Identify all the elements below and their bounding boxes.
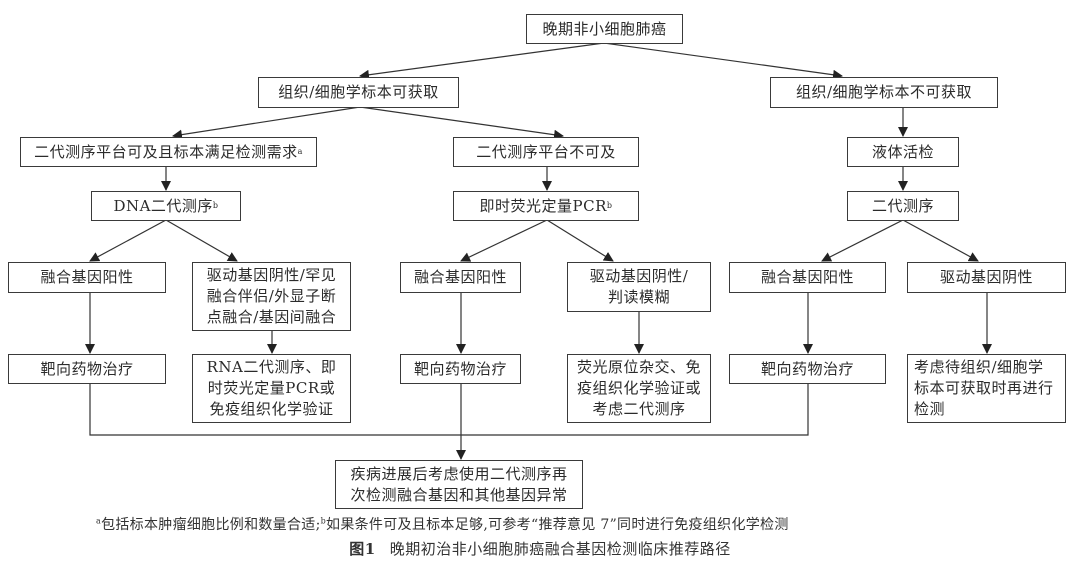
figure-number: 图1 <box>349 540 376 558</box>
node-driver-negative-rare: 驱动基因阴性/罕见 融合伴侣/外显子断 点融合/基因间融合 <box>192 262 351 331</box>
figure-title: 晚期初治非小细胞肺癌融合基因检测临床推荐路径 <box>389 540 731 558</box>
edge-root-tissue-unavailable <box>603 42 843 80</box>
node-driver-negative-rare-label: 驱动基因阴性/罕见 融合伴侣/外显子断 点融合/基因间融合 <box>206 266 337 326</box>
node-fish-verify-label: 荧光原位杂交、免 疫组织化学验证或 考虑二代测序 <box>576 358 701 418</box>
node-fusion-positive-2-label: 融合基因阳性 <box>413 268 507 286</box>
node-progression: 疾病进展后考虑使用二代测序再 次检测融合基因和其他基因异常 <box>335 460 583 509</box>
node-root-label: 晚期非小细胞肺癌 <box>542 19 667 38</box>
node-wait-tissue: 考虑待组织/细胞学 标本可获取时再进行 检测 <box>907 354 1066 423</box>
node-dna-ngs-label: DNA二代测序 <box>113 196 213 215</box>
node-fusion-positive-1: 融合基因阳性 <box>8 262 166 293</box>
node-tissue-available-label: 组织/细胞学标本可获取 <box>278 83 439 101</box>
node-targeted-therapy-3: 靶向药物治疗 <box>729 354 886 384</box>
node-fusion-positive-3: 融合基因阳性 <box>729 262 886 293</box>
node-root: 晚期非小细胞肺癌 <box>526 14 683 44</box>
node-ngs-unavailable-label: 二代测序平台不可及 <box>476 142 616 161</box>
edge-pcr-driver <box>546 219 614 262</box>
node-rna-verify: RNA二代测序、即 时荧光定量PCR或 免疫组织化学验证 <box>192 354 351 423</box>
node-ngs-right-label: 二代测序 <box>871 196 934 215</box>
node-liquid-biopsy: 液体活检 <box>847 137 959 167</box>
edge-pcr-fusion <box>460 219 548 262</box>
node-ngs-unavailable: 二代测序平台不可及 <box>453 137 639 167</box>
node-targeted-therapy-3-label: 靶向药物治疗 <box>760 359 854 378</box>
node-wait-tissue-label: 考虑待组织/细胞学 标本可获取时再进行 检测 <box>914 358 1054 418</box>
node-driver-negative-ambiguous: 驱动基因阴性/ 判读模糊 <box>567 262 711 312</box>
figure-footnote: a包括标本肿瘤细胞比例和数量合适;b如果条件可及且标本足够,可参考“推荐意见 7… <box>96 514 789 534</box>
node-fusion-positive-1-label: 融合基因阳性 <box>40 268 134 286</box>
node-targeted-therapy-1: 靶向药物治疗 <box>8 354 166 384</box>
edge-dna-fusion <box>89 219 167 262</box>
footnote-a-mark: a <box>96 516 102 526</box>
node-fusion-positive-3-label: 融合基因阳性 <box>760 268 854 286</box>
node-fish-verify: 荧光原位杂交、免 疫组织化学验证或 考虑二代测序 <box>567 354 711 423</box>
edge-targeted-merge <box>89 383 809 436</box>
edge-root-tissue-available <box>359 42 605 80</box>
footnote-b-text: 如果条件可及且标本足够,可参考“推荐意见 7”同时进行免疫组织化学检测 <box>326 517 789 533</box>
node-targeted-therapy-1-label: 靶向药物治疗 <box>40 359 134 378</box>
edge-dna-driver <box>165 219 238 262</box>
node-fusion-positive-2: 融合基因阳性 <box>400 262 521 293</box>
edge-ngsr-driver <box>902 219 979 262</box>
node-rna-verify-label: RNA二代测序、即 时荧光定量PCR或 免疫组织化学验证 <box>206 358 337 418</box>
figure-caption: 图1 晚期初治非小细胞肺癌融合基因检测临床推荐路径 <box>0 538 1080 559</box>
edge-tissue-ngs-available <box>172 106 361 140</box>
footnote-b-mark: b <box>320 516 327 526</box>
node-ngs-right: 二代测序 <box>847 191 959 221</box>
edge-tissue-ngs-unavailable <box>359 106 564 140</box>
node-targeted-therapy-2: 靶向药物治疗 <box>400 354 521 384</box>
node-progression-label: 疾病进展后考虑使用二代测序再 次检测融合基因和其他基因异常 <box>350 464 568 504</box>
node-liquid-biopsy-label: 液体活检 <box>871 142 934 161</box>
node-targeted-therapy-2-label: 靶向药物治疗 <box>413 359 507 378</box>
node-ngs-available-label: 二代测序平台可及且标本满足检测需求 <box>34 142 298 161</box>
node-tissue-available: 组织/细胞学标本可获取 <box>258 77 459 108</box>
node-driver-negative-3-label: 驱动基因阴性 <box>939 268 1033 286</box>
footnote-a-text: 包括标本肿瘤细胞比例和数量合适; <box>101 517 321 533</box>
node-rt-pcr-label: 即时荧光定量PCR <box>479 196 607 215</box>
node-driver-negative-3: 驱动基因阴性 <box>907 262 1066 293</box>
node-driver-negative-ambiguous-label: 驱动基因阴性/ 判读模糊 <box>589 267 689 306</box>
node-tissue-unavailable: 组织/细胞学标本不可获取 <box>770 77 998 108</box>
edge-ngsr-fusion <box>821 219 904 262</box>
node-tissue-unavailable-label: 组织/细胞学标本不可获取 <box>795 83 973 101</box>
